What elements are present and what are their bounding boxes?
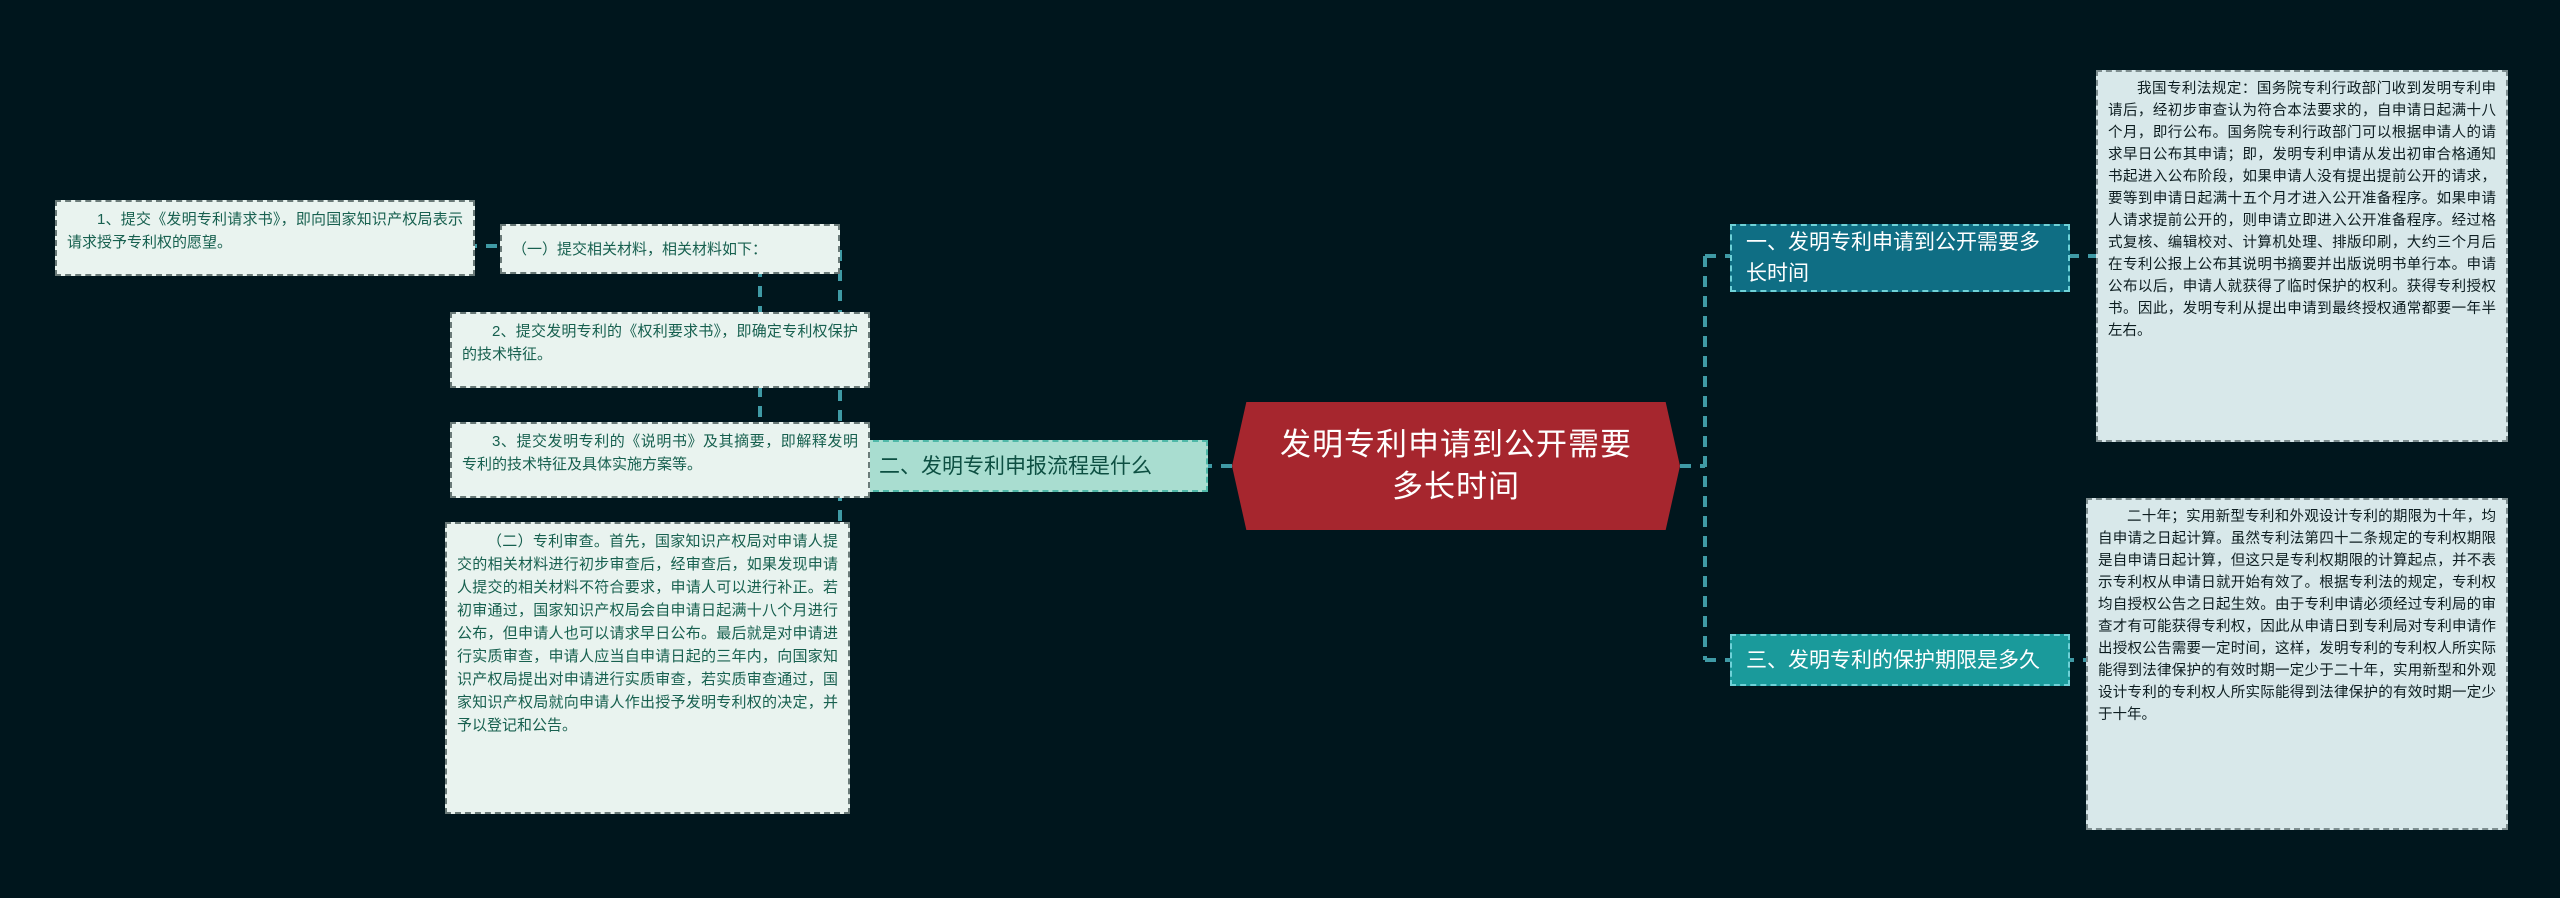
left-leaf-specification-document-label: 3、提交发明专利的《说明书》及其摘要，即解释发明专利的技术特征及具体实施方案等。 [462,433,858,473]
left-leaf-examination-label: （二）专利审查。首先，国家知识产权局对申请人提交的相关材料进行初步审查后，经审查… [457,533,838,734]
branch-right-protection-term[interactable]: 三、发明专利的保护期限是多久 [1730,634,2070,686]
left-leaf-request-document[interactable]: 1、提交《发明专利请求书》，即向国家知识产权局表示请求授予专利权的愿望。 [55,200,475,276]
left-leaf-examination[interactable]: （二）专利审查。首先，国家知识产权局对申请人提交的相关材料进行初步审查后，经审查… [445,522,850,814]
right-leaf-publication-time-detail-label: 我国专利法规定：国务院专利行政部门收到发明专利申请后，经初步审查认为符合本法要求… [2108,81,2496,339]
left-child-materials[interactable]: （一）提交相关材料，相关材料如下： [500,224,840,274]
right-leaf-protection-term-detail-label: 二十年；实用新型专利和外观设计专利的期限为十年，均自申请之日起计算。虽然专利法第… [2098,509,2496,723]
branch-right-publication-time-label: 一、发明专利申请到公开需要多长时间 [1746,231,2040,285]
branch-left-process[interactable]: 二、发明专利申报流程是什么 [863,440,1208,492]
branch-right-publication-time[interactable]: 一、发明专利申请到公开需要多长时间 [1730,224,2070,292]
root-node[interactable]: 发明专利申请到公开需要多长时间 [1232,402,1680,530]
right-leaf-publication-time-detail[interactable]: 我国专利法规定：国务院专利行政部门收到发明专利申请后，经初步审查认为符合本法要求… [2096,70,2508,442]
left-leaf-request-document-label: 1、提交《发明专利请求书》，即向国家知识产权局表示请求授予专利权的愿望。 [67,211,463,251]
left-leaf-specification-document[interactable]: 3、提交发明专利的《说明书》及其摘要，即解释发明专利的技术特征及具体实施方案等。 [450,422,870,498]
root-node-label: 发明专利申请到公开需要多长时间 [1280,427,1632,504]
left-leaf-claims-document[interactable]: 2、提交发明专利的《权利要求书》，即确定专利权保护的技术特征。 [450,312,870,388]
branch-left-process-label: 二、发明专利申报流程是什么 [879,454,1152,478]
left-child-materials-label: （一）提交相关材料，相关材料如下： [512,240,768,258]
left-leaf-claims-document-label: 2、提交发明专利的《权利要求书》，即确定专利权保护的技术特征。 [462,323,858,363]
right-leaf-protection-term-detail[interactable]: 二十年；实用新型专利和外观设计专利的期限为十年，均自申请之日起计算。虽然专利法第… [2086,498,2508,830]
branch-right-protection-term-label: 三、发明专利的保护期限是多久 [1746,648,2040,672]
